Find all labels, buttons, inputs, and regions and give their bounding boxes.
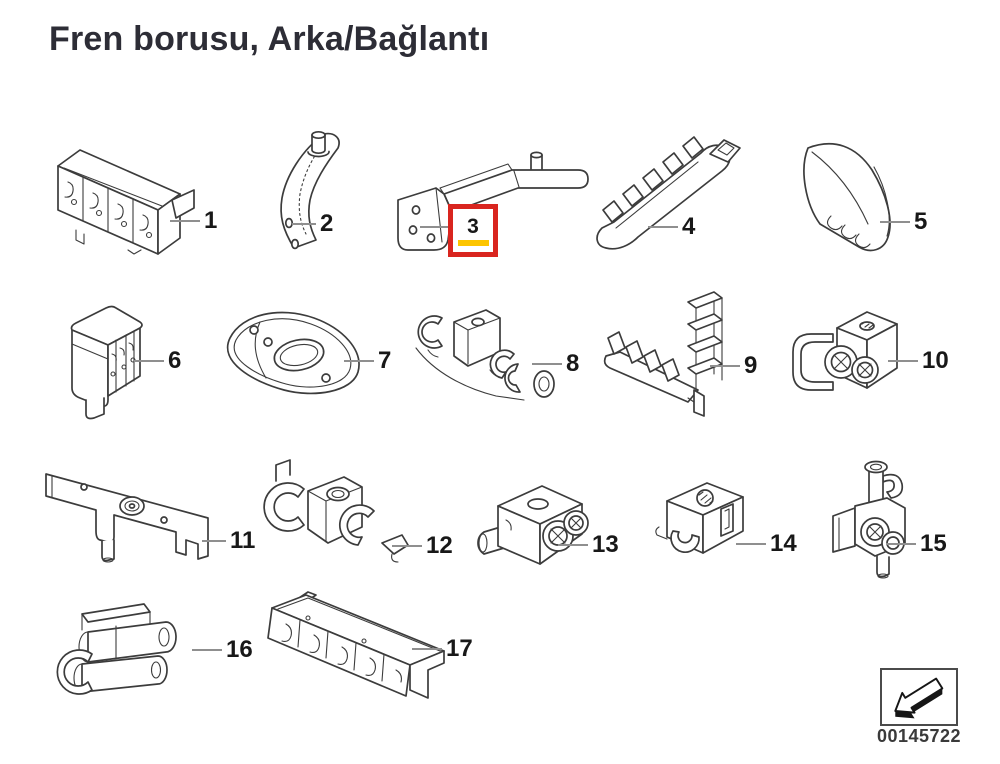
diagram-code: 00145722 <box>876 726 962 746</box>
part-8-leader-line <box>532 363 562 365</box>
part-16-number: 16 <box>226 636 253 663</box>
part-17-callout[interactable]: 17 <box>412 637 473 661</box>
part-5-number: 5 <box>914 208 928 235</box>
part-7-drawing <box>202 300 374 405</box>
part-2-drawing <box>262 126 346 257</box>
part-8-number: 8 <box>566 350 580 377</box>
part-1-number: 1 <box>204 207 218 234</box>
part-16-drawing <box>52 596 204 717</box>
part-12-leader-line <box>392 545 422 547</box>
part-6-callout[interactable]: 6 <box>134 349 181 373</box>
part-11-number: 11 <box>230 527 256 554</box>
part-7-callout[interactable]: 7 <box>344 349 391 373</box>
page-title: Fren borusu, Arka/Bağlantı <box>49 20 490 58</box>
part-5-drawing <box>782 136 918 267</box>
part-8-callout[interactable]: 8 <box>532 352 579 376</box>
part-2-callout[interactable]: 2 <box>292 212 333 236</box>
part-2-number: 2 <box>320 210 334 237</box>
part-15-number: 15 <box>920 530 947 557</box>
part-3-drawing <box>386 150 598 261</box>
part-7-leader-line <box>344 360 374 362</box>
part-9-number: 9 <box>744 352 758 379</box>
part-6-number: 6 <box>168 347 182 374</box>
part-15-callout[interactable]: 15 <box>886 532 947 556</box>
part-14-callout[interactable]: 14 <box>736 532 797 556</box>
part-4-drawing <box>592 132 748 263</box>
part-10-leader-line <box>888 360 918 362</box>
part-6-drawing <box>58 296 150 427</box>
part-17-number: 17 <box>446 635 473 662</box>
part-10-number: 10 <box>922 347 949 374</box>
part-16-callout[interactable]: 16 <box>192 638 253 662</box>
part-12-number: 12 <box>426 532 453 559</box>
part-10-callout[interactable]: 10 <box>888 349 949 373</box>
part-4-number: 4 <box>682 213 696 240</box>
part-14-leader-line <box>736 543 766 545</box>
part-10-drawing <box>785 300 907 405</box>
part-11-drawing <box>36 460 222 585</box>
diagram-thumbnail-box <box>880 668 958 726</box>
part-14-drawing <box>645 475 761 576</box>
part-6-leader-line <box>134 360 164 362</box>
part-4-callout[interactable]: 4 <box>648 215 695 239</box>
part-17-drawing <box>258 590 450 721</box>
part-13-drawing <box>470 476 602 581</box>
direction-arrow-icon <box>894 677 944 719</box>
highlight-underline <box>457 239 489 246</box>
part-1-leader-line <box>170 220 200 222</box>
part-12-drawing <box>246 455 412 580</box>
part-5-callout[interactable]: 5 <box>880 210 927 234</box>
part-15-leader-line <box>886 543 916 545</box>
part-14-number: 14 <box>770 530 797 557</box>
part-12-callout[interactable]: 12 <box>392 534 453 558</box>
part-8-drawing <box>398 292 564 417</box>
part-9-leader-line <box>710 365 740 367</box>
part-5-leader-line <box>880 221 910 223</box>
part-9-drawing <box>600 286 742 427</box>
part-3-highlight-box[interactable]: 3 <box>448 204 498 257</box>
part-11-leader-line <box>202 540 226 542</box>
part-4-leader-line <box>648 226 678 228</box>
part-16-leader-line <box>192 649 222 651</box>
part-7-number: 7 <box>378 347 392 374</box>
part-3-number: 3 <box>467 214 479 238</box>
part-15-drawing <box>825 456 921 593</box>
part-13-number: 13 <box>592 531 619 558</box>
part-2-leader-line <box>292 223 316 225</box>
part-3-leader-line <box>420 226 452 228</box>
part-13-leader-line <box>558 544 588 546</box>
part-17-leader-line <box>412 648 442 650</box>
part-1-callout[interactable]: 1 <box>170 209 217 233</box>
part-9-callout[interactable]: 9 <box>710 354 757 378</box>
part-11-callout[interactable]: 11 <box>202 529 255 553</box>
part-13-callout[interactable]: 13 <box>558 533 619 557</box>
part-1-drawing <box>46 136 196 263</box>
